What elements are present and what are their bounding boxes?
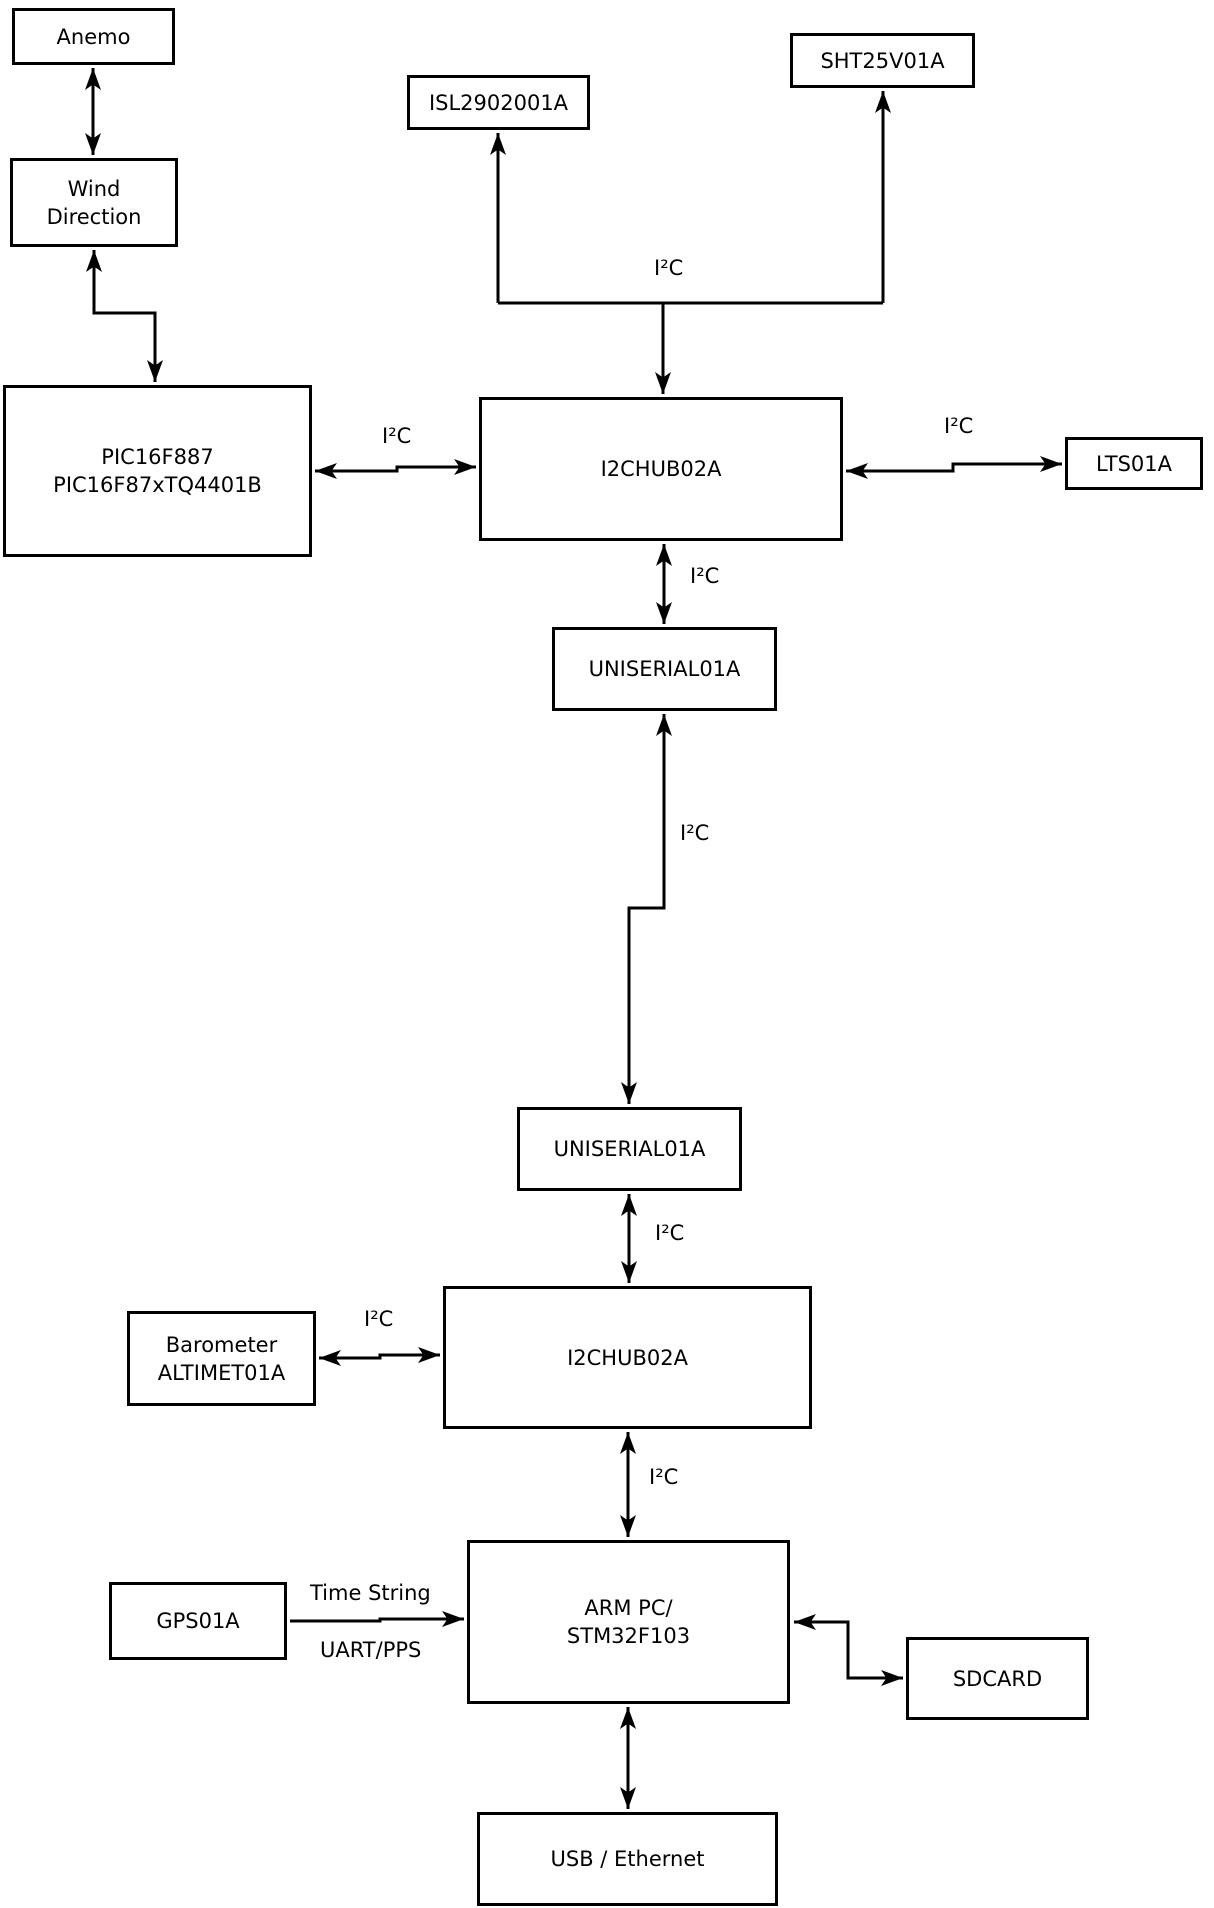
edge-label-time-string: Time String [310,1581,431,1605]
edge-label-i2c-sensor-bus: I²C [654,256,684,280]
node-isl2902001a: ISL2902001A [407,75,590,130]
node-uniserial01a-upper: UNISERIAL01A [552,627,777,711]
edge-label-i2c-uniserial-hub2: I²C [655,1221,685,1245]
connector-winddirection-pic [86,250,163,382]
node-i2chub02a-upper-label: I2CHUB02A [600,457,722,481]
node-uniserial01a-upper-label: UNISERIAL01A [588,657,741,681]
node-wind-direction-label: Wind Direction [46,176,142,229]
node-uniserial01a-lower: UNISERIAL01A [517,1107,742,1191]
node-i2chub02a-upper: I2CHUB02A [479,397,843,541]
edge-label-i2c-hub-lts: I²C [944,414,974,438]
connector-pic-i2chub-upper [315,459,476,479]
node-usb-ethernet-label: USB / Ethernet [550,1847,705,1871]
node-isl2902001a-label: ISL2902001A [428,90,569,115]
node-sdcard-label: SDCARD [952,1666,1043,1691]
edge-label-i2c-uniserial-link: I²C [680,821,710,845]
node-armpc-stm32f103: ARM PC/ STM32F103 [467,1540,790,1704]
node-lts01a: LTS01A [1065,437,1203,490]
node-uniserial01a-lower-label: UNISERIAL01A [553,1137,706,1161]
edge-label-i2c-barometer-hub2: I²C [364,1307,394,1331]
edge-label-i2c-hub-uniserial: I²C [690,564,720,588]
connector-gps-armpc [290,1611,464,1627]
node-usb-ethernet: USB / Ethernet [477,1812,778,1906]
node-i2chub02a-lower: I2CHUB02A [443,1286,812,1429]
node-pic16f887-label: PIC16F887 PIC16F87xTQ4401B [53,445,262,497]
node-armpc-stm32f103-label: ARM PC/ STM32F103 [566,1596,691,1648]
connector-uniserial-upper-uniserial-lower [621,714,672,1104]
node-anemo: Anemo [12,8,175,65]
node-lts01a-label: LTS01A [1095,451,1173,476]
node-barometer-altimet01a: Barometer ALTIMET01A [127,1311,316,1406]
edge-label-uart-pps: UART/PPS [320,1638,422,1662]
connector-barometer-i2chub-lower [319,1347,440,1366]
node-sht25v01a: SHT25V01A [790,33,975,88]
node-i2chub02a-lower-label: I2CHUB02A [567,1345,688,1370]
node-sht25v01a-label: SHT25V01A [820,48,945,73]
node-anemo-label: Anemo [56,24,131,49]
node-wind-direction: Wind Direction [10,158,178,247]
connector-i2chub-upper-lts [846,456,1062,479]
edge-label-i2c-pic-hub: I²C [382,424,412,448]
node-gps01a-label: GPS01A [156,1609,240,1633]
node-barometer-altimet01a-label: Barometer ALTIMET01A [157,1332,286,1385]
connector-armpc-sdcard [794,1614,903,1686]
node-sdcard: SDCARD [906,1637,1089,1720]
node-pic16f887: PIC16F887 PIC16F87xTQ4401B [3,385,312,557]
edge-label-i2c-hub2-arm: I²C [649,1465,679,1489]
node-gps01a: GPS01A [109,1582,287,1660]
